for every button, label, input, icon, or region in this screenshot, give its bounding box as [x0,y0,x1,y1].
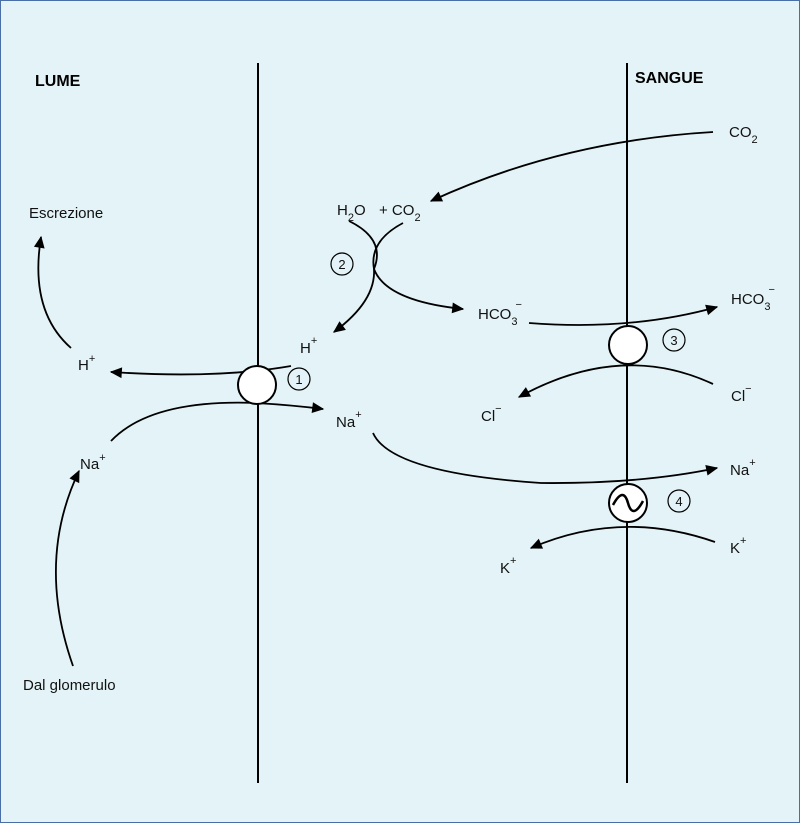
pump-wave-icon [611,493,645,513]
glomerulus-arrow [54,469,80,667]
co2-blood-label: CO2 [729,124,758,146]
hco3-production-arrow [373,268,465,314]
step-4-number: 4 [675,494,682,509]
step-3-number: 3 [670,333,677,348]
na-lumen-label: Na+ [80,452,106,473]
cl-entry-arrow [517,364,714,398]
hco3-blood-label: HCO3− [731,284,775,313]
h-production-arrow [333,268,375,333]
k-cell-label: K+ [500,555,516,577]
co2-branch [372,222,404,270]
hco3-cell-label: HCO3− [478,299,522,328]
step-1-badge [287,367,311,391]
na-reabsorption-arrow [110,401,325,442]
h-secretion-arrow [109,365,292,379]
step-2-number: 2 [338,257,345,272]
h-cell-label: H+ [300,335,317,357]
step-1-number: 1 [295,372,302,387]
excretion-label: Escrezione [29,205,103,222]
k-entry-arrow [529,526,716,549]
glomerulus-label: Dal glomerulo [23,677,116,694]
step-4-badge [667,489,691,513]
h2o-label: H2O [337,202,366,224]
excretion-arrow [33,235,72,349]
cl-blood-label: Cl− [731,383,752,405]
blood-label: SANGUE [635,70,704,87]
exchanger-3-symbol [608,325,648,365]
na-exit-arrow [372,432,719,484]
co2-cell-label: + CO2 [379,202,421,224]
co2-diffusion-arrow [429,131,714,202]
hco3-exit-arrow [528,304,719,326]
h-lumen-label: H+ [78,353,95,374]
na-blood-label: Na+ [730,457,756,479]
k-blood-label: K+ [730,535,746,557]
cl-cell-label: Cl− [481,403,502,425]
step-2-badge [330,252,354,276]
lumen-label: LUME [35,73,81,90]
h2o-branch [348,220,378,270]
step-3-badge [662,328,686,352]
antiporter-1-symbol [237,365,277,405]
na-cell-label: Na+ [336,409,362,431]
